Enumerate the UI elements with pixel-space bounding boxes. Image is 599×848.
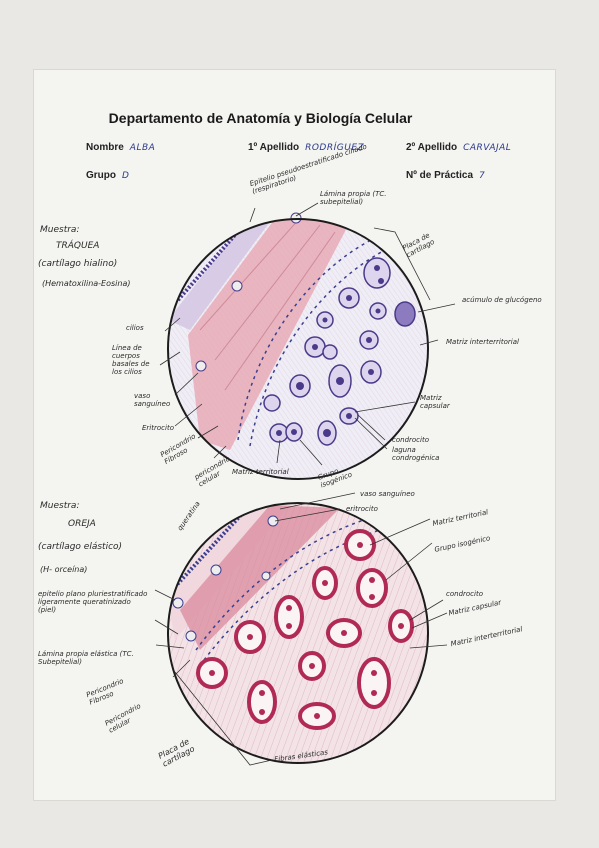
apellido2-value: CARVAJAL xyxy=(463,143,512,153)
pointer-lines xyxy=(154,202,456,766)
sample1-type: (cartílago hialino) xyxy=(38,259,118,269)
s1-eritrocito-label: Eritrocito xyxy=(142,424,174,432)
nombre-field: Nombre ALBA xyxy=(86,142,155,153)
sample2-type: (cartílago elástico) xyxy=(38,542,123,552)
nombre-label: Nombre xyxy=(86,142,124,153)
s1-laguna-label: laguna condrogénica xyxy=(392,446,440,462)
grupo-value: D xyxy=(122,171,130,181)
s2-eritrocito-label: eritrocito xyxy=(346,505,378,513)
s2-condrocito-label: condrocito xyxy=(446,590,483,598)
s1-lamina-label: Lámina propia (TC. subepitelial) xyxy=(320,190,387,206)
sample1-stain: (Hematoxilina-Eosina) xyxy=(42,279,131,288)
s2-epitelio-label: epitelio plano pluriestratificado ligera… xyxy=(38,590,148,614)
s1-cilios-label: cilios xyxy=(126,324,144,332)
apellido1-value: RODRÍGUEZ xyxy=(305,143,365,153)
apellido2-field: 2º Apellido CARVAJAL xyxy=(406,142,511,153)
nombre-value: ALBA xyxy=(129,143,156,153)
practica-value: 7 xyxy=(479,171,486,181)
practica-label: Nº de Práctica xyxy=(406,170,474,181)
apellido1-label: 1º Apellido xyxy=(248,142,300,153)
page-title: Departamento de Anatomía y Biología Celu… xyxy=(108,110,413,126)
grupo-field: Grupo D xyxy=(86,170,129,181)
apellido1-field: 1º Apellido RODRÍGUEZ xyxy=(248,142,364,153)
s1-matriz-terr-label: Matriz territorial xyxy=(232,468,289,476)
practica-field: Nº de Práctica 7 xyxy=(406,170,485,181)
sample2-stain: (H- orceína) xyxy=(40,565,88,574)
s1-matriz-caps-label: Matriz capsular xyxy=(420,394,450,410)
sample1-muestra: Muestra: xyxy=(40,225,80,235)
s2-lamina-label: Lámina propia elástica (TC. Subepitelial… xyxy=(38,650,134,666)
s1-matriz-inter-label: Matriz interterritorial xyxy=(446,338,519,346)
s1-linea-label: Línea de cuerpos basales de los cilios xyxy=(112,344,150,376)
trachea-section xyxy=(167,212,429,480)
s2-vaso-label: vaso sanguíneo xyxy=(360,490,415,498)
s1-acumulo-label: acúmulo de glucógeno xyxy=(462,296,542,304)
apellido2-label: 2º Apellido xyxy=(406,142,458,153)
s1-vaso-label: vaso sanguíneo xyxy=(134,392,171,408)
s1-condrocito-label: condrocito xyxy=(392,436,429,444)
grupo-label: Grupo xyxy=(86,170,116,181)
ear-section xyxy=(167,502,429,764)
sample2-muestra: Muestra: xyxy=(40,501,80,511)
sample2-tissue: OREJA xyxy=(68,519,96,529)
sample1-tissue: TRÁQUEA xyxy=(56,241,100,251)
